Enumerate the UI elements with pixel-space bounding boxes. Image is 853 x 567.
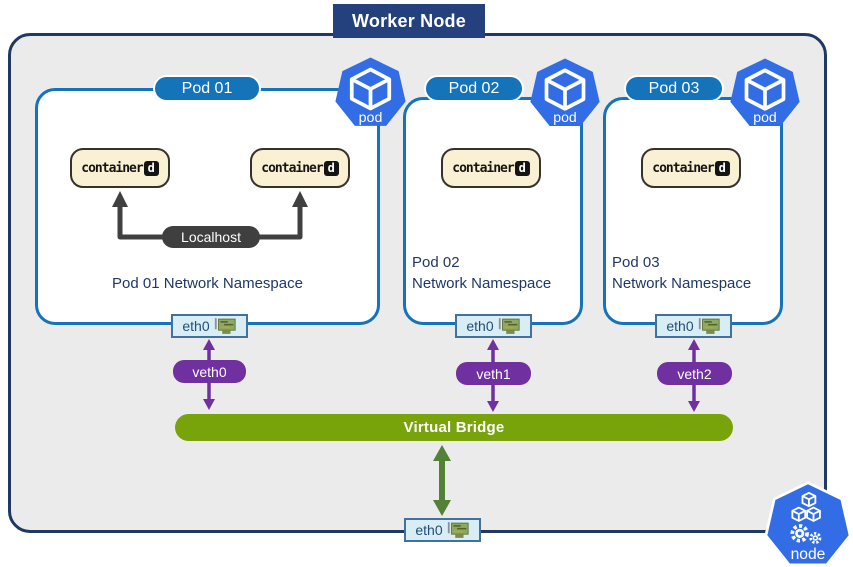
pod-02-namespace-label: Pod 02 Network Namespace (412, 254, 552, 292)
svg-text:pod: pod (359, 110, 383, 126)
containerd-logo-d: d (514, 160, 530, 176)
containerd-logo-text: container (81, 160, 143, 176)
pod-03-eth0-interface: eth0 (655, 314, 732, 338)
containerd-logo-d: d (714, 160, 730, 176)
veth1-pill: veth1 (456, 362, 531, 385)
containerd-box: container d (250, 148, 350, 188)
containerd-logo-text: container (652, 160, 714, 176)
veth2-pill: veth2 (657, 362, 732, 385)
pod-01-namespace-label: Pod 01 Network Namespace (112, 275, 303, 292)
svg-text:pod: pod (753, 109, 776, 125)
node-eth0-interface: eth0 (404, 518, 481, 542)
veth0-pill: veth0 (173, 360, 246, 383)
nic-icon (698, 317, 720, 334)
svg-text:pod: pod (553, 109, 576, 125)
node-icon: node (764, 481, 852, 567)
gear-icon (790, 524, 822, 544)
localhost-pill: Localhost (162, 226, 260, 248)
containerd-box: container d (641, 148, 741, 188)
pod-02-label: Pod 02 (424, 75, 524, 102)
containerd-box: container d (70, 148, 170, 188)
pod-icon: pod (335, 57, 406, 126)
pod-03-box (603, 97, 783, 325)
nic-icon (498, 317, 520, 334)
pod-01-label: Pod 01 (153, 75, 261, 102)
nic-icon (447, 521, 469, 538)
svg-text:node: node (791, 546, 826, 563)
pod-02-eth0-interface: eth0 (455, 314, 532, 338)
pod-03-namespace-label: Pod 03 Network Namespace (612, 254, 752, 292)
nic-icon (214, 317, 236, 334)
containerd-logo-d: d (143, 160, 159, 176)
containerd-logo-text: container (261, 160, 323, 176)
worker-node-title: Worker Node (333, 4, 485, 38)
pod-icon: pod (530, 58, 600, 126)
pod-icon: pod (730, 58, 800, 126)
containerd-box: container d (441, 148, 541, 188)
pod-03-label: Pod 03 (624, 75, 724, 102)
containerd-logo-text: container (452, 160, 514, 176)
pod-01-box (35, 88, 380, 325)
pod-01-eth0-interface: eth0 (171, 314, 248, 338)
containerd-logo-d: d (323, 160, 339, 176)
virtual-bridge: Virtual Bridge (175, 414, 733, 441)
